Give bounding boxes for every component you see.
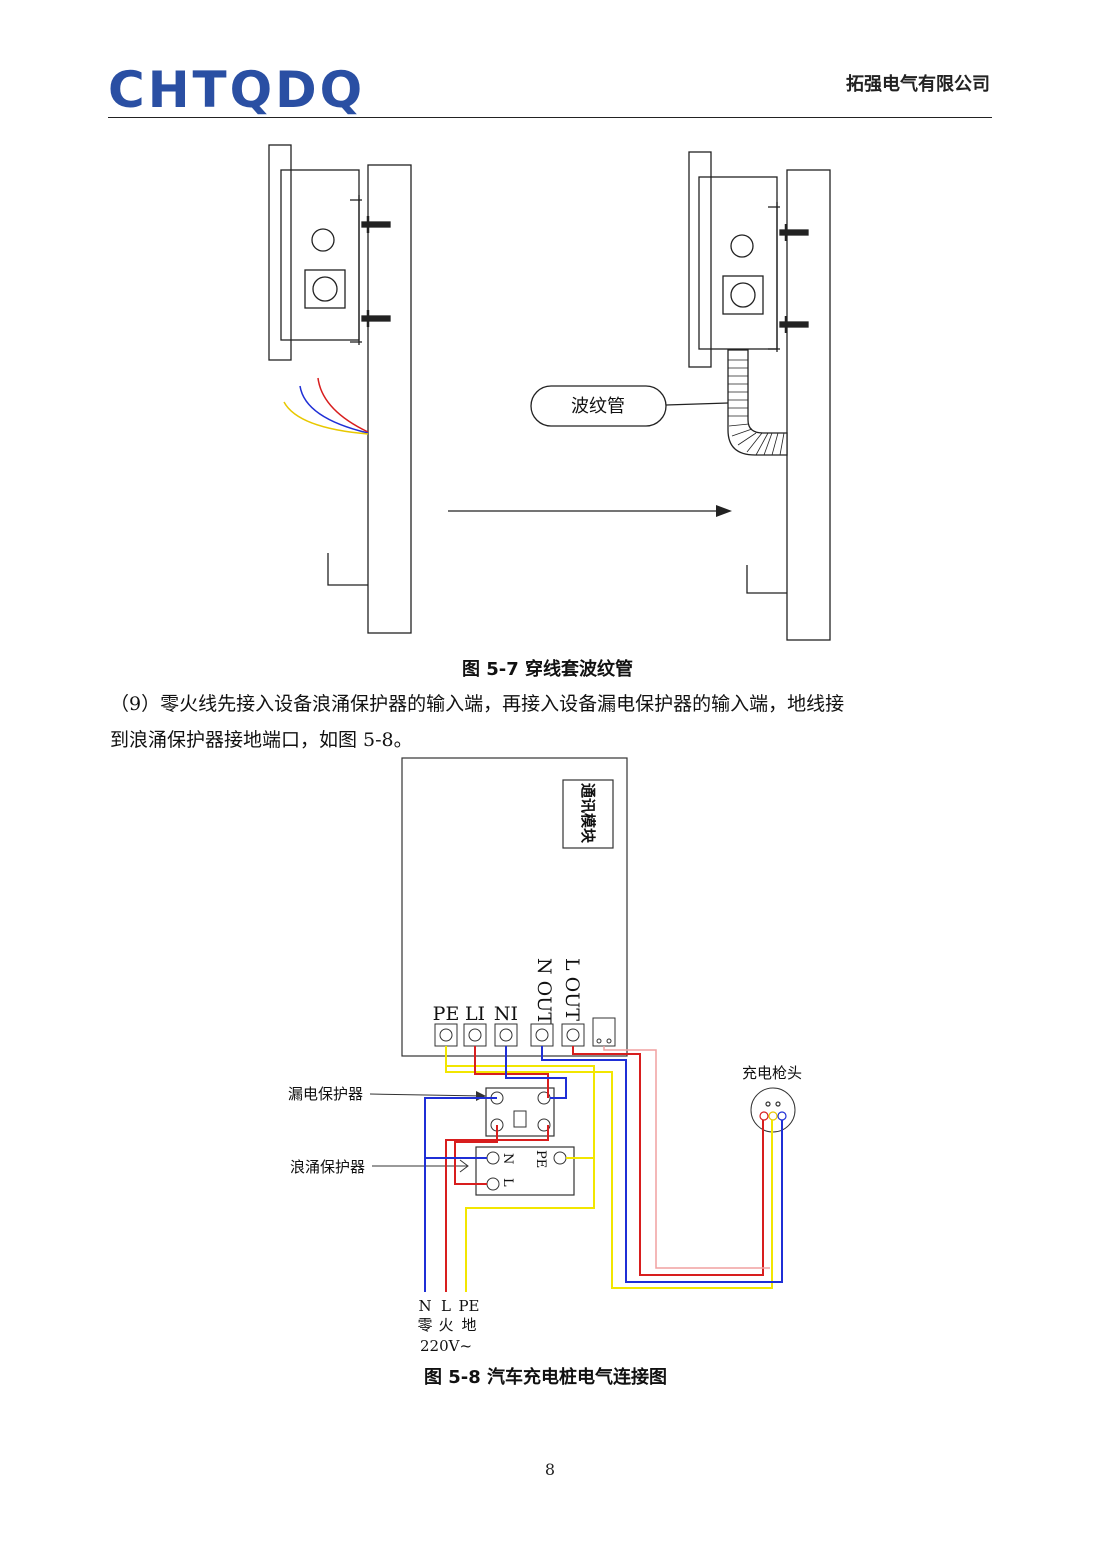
page-number: 8 xyxy=(544,1460,556,1479)
surge-pe-label: PE xyxy=(533,1150,548,1168)
terminal-ni-label: NI xyxy=(494,1003,518,1025)
left-socket-circle xyxy=(312,276,338,302)
terminal-pe-label: PE xyxy=(433,1003,460,1025)
left-bolt-top xyxy=(361,221,391,228)
company-logo: CHTQDQ xyxy=(108,61,366,119)
input-l-label: L xyxy=(441,1297,451,1315)
tube-label-bubble xyxy=(530,385,667,427)
surge-n-label: N xyxy=(500,1153,515,1164)
tube-label-leader xyxy=(665,402,729,406)
left-charger-housing xyxy=(280,169,360,341)
loose-wire-yellow xyxy=(283,401,369,435)
input-n-label: N xyxy=(418,1297,431,1315)
loose-wire-red xyxy=(317,377,369,433)
input-l-cn-label: 火 xyxy=(438,1316,453,1334)
right-socket-plate xyxy=(722,275,764,315)
right-indicator-circle xyxy=(730,234,754,258)
left-indicator-circle xyxy=(311,228,335,252)
paragraph-line-1: （9）零火线先接入设备浪涌保护器的输入端，再接入设备漏电保护器的输入端，地线接 xyxy=(110,693,845,715)
left-back-plate xyxy=(268,144,292,361)
input-pe-cn-label: 地 xyxy=(461,1316,476,1334)
right-bolt-top xyxy=(779,229,809,236)
figure-5-8: 通讯模块 PE LI NI N OUT L OUT 漏电保护器 xyxy=(288,757,802,1355)
right-wall-column xyxy=(786,169,831,641)
right-back-plate xyxy=(688,151,712,368)
terminal-signal xyxy=(592,1017,616,1047)
voltage-label: 220V~ xyxy=(420,1337,472,1355)
surge-l-label: L xyxy=(500,1178,515,1187)
input-pe-label: PE xyxy=(458,1297,479,1315)
company-name: 拓强电气有限公司 xyxy=(846,74,990,95)
loose-wire-blue xyxy=(299,385,369,434)
right-bolt-bottom xyxy=(779,321,809,328)
surge-protector-label: 浪涌保护器 xyxy=(290,1158,365,1176)
left-bolt-bottom xyxy=(361,315,391,322)
gun-head-label: 充电枪头 xyxy=(742,1064,802,1082)
right-floor-line xyxy=(746,565,787,594)
terminal-l-out-label: L OUT xyxy=(561,958,583,1021)
paragraph-line-2: 到浪涌保护器接地端口，如图 5-8。 xyxy=(110,729,413,751)
left-socket-plate xyxy=(304,269,346,309)
caption-5-8: 图 5-8 汽车充电桩电气连接图 xyxy=(424,1367,668,1388)
charger-cabinet xyxy=(401,757,628,1057)
signal-wire xyxy=(603,1046,770,1269)
tube-label: 波纹管 xyxy=(571,396,625,417)
comm-module-box xyxy=(562,779,614,849)
left-floor-line xyxy=(327,553,368,586)
terminal-n-out-label: N OUT xyxy=(533,958,555,1025)
leakage-protector-label: 漏电保护器 xyxy=(288,1085,363,1103)
terminal-li-label: LI xyxy=(465,1003,485,1025)
right-socket-circle xyxy=(730,282,756,308)
caption-5-7: 图 5-7 穿线套波纹管 xyxy=(462,659,634,680)
header-divider xyxy=(108,117,992,118)
input-n-cn-label: 零 xyxy=(417,1316,432,1334)
figure-5-7: 波纹管 xyxy=(268,144,831,641)
comm-module-label: 通讯模块 xyxy=(579,783,597,844)
left-wall-column xyxy=(367,164,412,634)
